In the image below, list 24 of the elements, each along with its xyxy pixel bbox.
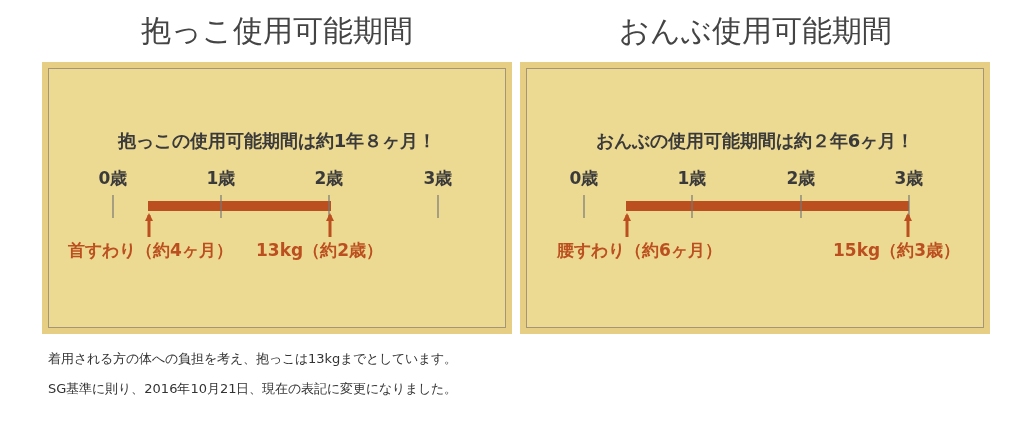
summary-text: 抱っこの使用可能期間は約1年８ヶ月！ [117, 130, 437, 151]
tick-label: 3歳 [423, 167, 453, 190]
milestone-label: 首すわり（約4ヶ月） [68, 239, 233, 262]
timeline-bar [626, 201, 909, 211]
arrow [623, 213, 631, 237]
arrow [326, 213, 334, 237]
tick-label: 1歳 [677, 167, 707, 190]
tick-label: 2歳 [786, 167, 816, 190]
tick-label: 2歳 [314, 167, 344, 190]
note-text: SG基準に則り、2016年10月21日、現在の表記に変更になりました。 [48, 380, 458, 398]
milestone-label: 13kg（約2歳） [256, 239, 383, 262]
tick-label: 3歳 [894, 167, 924, 190]
tick-label: 0歳 [569, 167, 599, 190]
arrow [145, 213, 153, 237]
summary-text: おんぶの使用可能期間は約２年6ヶ月！ [595, 130, 915, 151]
panel-heading: おんぶ使用可能期間 [618, 13, 892, 48]
tick-label: 1歳 [206, 167, 236, 190]
milestone-label: 15kg（約3歳） [833, 239, 960, 262]
tick-label: 0歳 [98, 167, 128, 190]
arrow [904, 213, 912, 237]
note-text: 着用される方の体への負担を考え、抱っこは13kgまでとしています。 [48, 350, 458, 368]
milestone-label: 腰すわり（約6ヶ月） [557, 239, 722, 262]
panel-heading: 抱っこ使用可能期間 [141, 13, 413, 48]
timeline-bar [148, 201, 331, 211]
